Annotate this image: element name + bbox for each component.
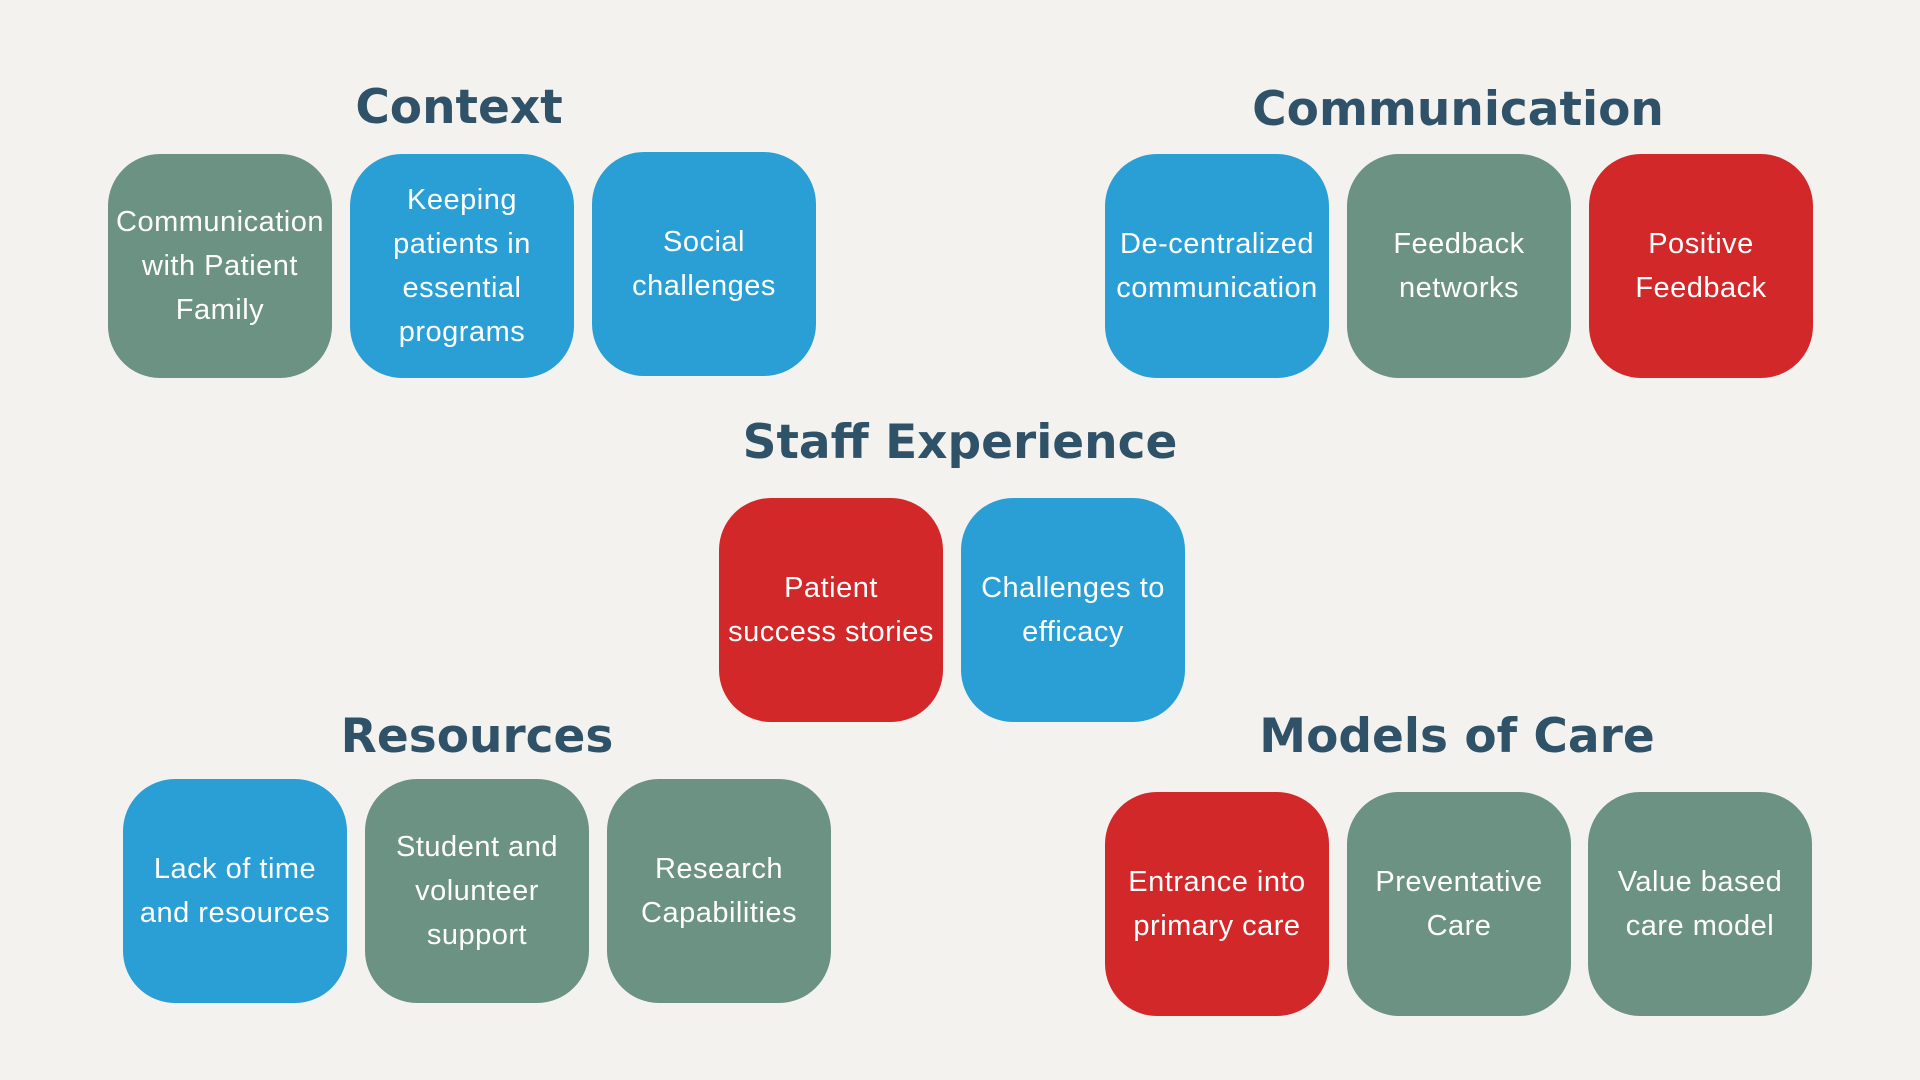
communication-heading: Communication (1252, 82, 1664, 137)
tile-label: Communication with Patient Family (116, 206, 324, 326)
tile-label: Student and volunteer support (396, 831, 558, 951)
context-tile-communication-with-patient-family: Communication with Patient Family (108, 154, 332, 378)
communication-tile-positive-feedback: Positive Feedback (1589, 154, 1813, 378)
resources-tile-student-and-volunteer-support: Student and volunteer support (365, 779, 589, 1003)
communication-tile-decentralized-communication: De-centralized communication (1105, 154, 1329, 378)
staff-experience-heading: Staff Experience (742, 415, 1178, 470)
tile-label: Positive Feedback (1635, 228, 1767, 304)
context-heading: Context (355, 80, 563, 135)
context-tile-social-challenges: Social challenges (592, 152, 816, 376)
models-of-care-tile-value-based-care-model: Value based care model (1588, 792, 1812, 1016)
tile-label: Patient success stories (728, 572, 934, 648)
tile-label: Research Capabilities (641, 853, 797, 929)
staff-experience-tile-patient-success-stories: Patient success stories (719, 498, 943, 722)
models-of-care-tile-entrance-into-primary-care: Entrance into primary care (1105, 792, 1329, 1016)
resources-tile-research-capabilities: Research Capabilities (607, 779, 831, 1003)
tile-label: Entrance into primary care (1128, 866, 1306, 942)
communication-tile-feedback-networks: Feedback networks (1347, 154, 1571, 378)
models-of-care-heading: Models of Care (1259, 709, 1655, 764)
tile-label: De-centralized communication (1116, 228, 1318, 304)
tile-label: Preventative Care (1375, 866, 1543, 942)
tile-label: Lack of time and resources (139, 853, 331, 929)
context-tile-keeping-patients-in-programs: Keeping patients in essential programs (350, 154, 574, 378)
staff-experience-tile-challenges-to-efficacy: Challenges to efficacy (961, 498, 1185, 722)
tile-label: Feedback networks (1393, 228, 1525, 304)
resources-heading: Resources (340, 709, 614, 764)
resources-tile-lack-of-time-and-resources: Lack of time and resources (123, 779, 347, 1003)
tile-label: Social challenges (632, 226, 776, 302)
tile-label: Value based care model (1617, 866, 1783, 942)
tile-label: Keeping patients in essential programs (393, 184, 531, 348)
models-of-care-tile-preventative-care: Preventative Care (1347, 792, 1571, 1016)
tile-label: Challenges to efficacy (981, 572, 1165, 648)
